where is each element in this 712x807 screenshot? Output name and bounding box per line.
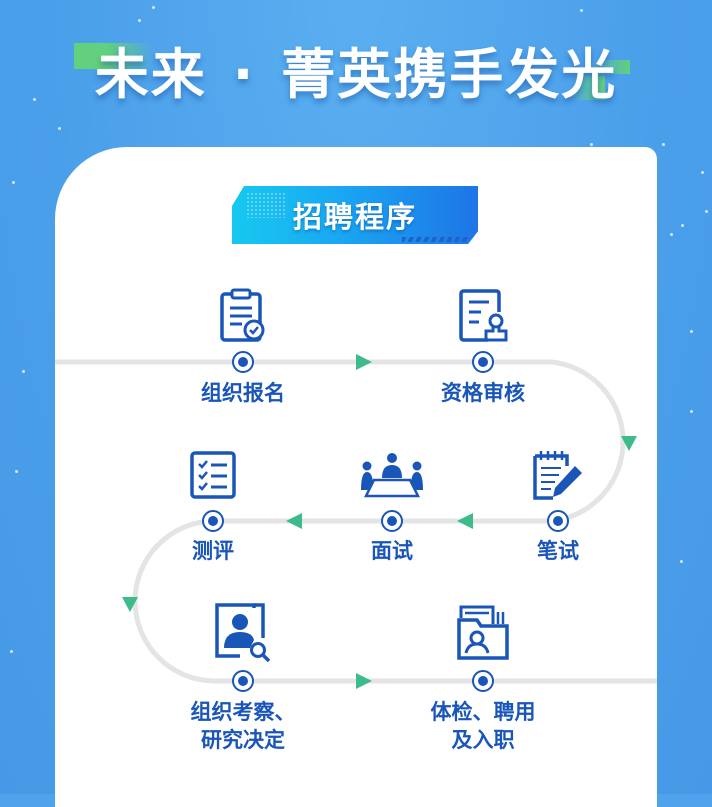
step-organizational-inspection: 组织考察、 研究决定 <box>163 602 323 762</box>
step-organize-registration: 组织报名 <box>163 288 323 408</box>
meeting-table-icon <box>361 453 423 498</box>
page-headline: 未来 · 菁英携手发光 <box>0 30 712 109</box>
step-label: 组织报名 <box>201 381 285 405</box>
step-assessment: 测评 <box>133 448 293 568</box>
personnel-folder-icon <box>457 605 509 660</box>
accent-block-right <box>565 60 630 102</box>
step-label-line1: 组织考察、 <box>190 700 296 724</box>
clipboard-check-icon <box>220 288 265 342</box>
profile-search-icon <box>215 603 271 662</box>
document-stamp-icon <box>459 289 508 342</box>
headline-separator: · <box>232 43 256 106</box>
step-medical-and-onboarding: 体检、聘用 及入职 <box>403 602 563 762</box>
step-label: 笔试 <box>537 539 579 563</box>
step-label: 资格审核 <box>441 381 525 405</box>
section-title: 招聘程序 <box>292 200 417 234</box>
checklist-icon <box>190 451 236 499</box>
step-qualification-review: 资格审核 <box>403 288 563 408</box>
step-node <box>472 351 494 373</box>
notepad-pen-icon <box>533 451 582 500</box>
step-node <box>232 670 254 692</box>
step-interview: 面试 <box>312 448 472 568</box>
step-node <box>472 670 494 692</box>
header: 未来 · 菁英携手发光 <box>0 18 712 118</box>
step-label: 测评 <box>192 539 234 563</box>
step-label-line2: 研究决定 <box>201 728 285 752</box>
headline-left: 未来 <box>94 43 207 106</box>
accent-block-left <box>74 43 154 69</box>
step-label: 面试 <box>371 539 413 563</box>
step-label-line2: 及入职 <box>451 728 515 752</box>
headline-right: 菁英携手发光 <box>281 43 618 106</box>
section-title-badge: 招聘程序 <box>232 186 478 244</box>
step-written-exam: 笔试 <box>478 448 638 568</box>
step-node <box>381 510 403 532</box>
step-label-line1: 体检、聘用 <box>430 700 536 724</box>
step-node <box>232 351 254 373</box>
step-node <box>202 510 224 532</box>
step-node <box>547 510 569 532</box>
